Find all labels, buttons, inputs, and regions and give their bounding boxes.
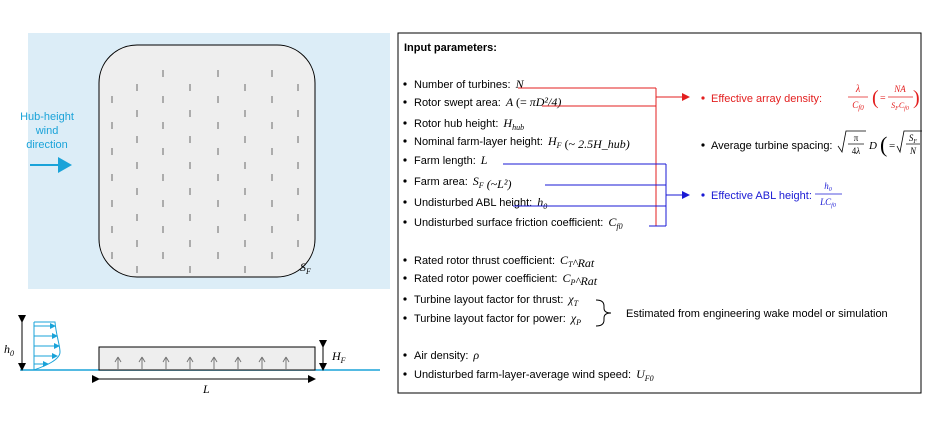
parameter-label: Undisturbed farm-layer-average wind spee… — [414, 369, 631, 381]
parameter-label: Nominal farm-layer height: — [414, 136, 543, 148]
turbine-marker — [282, 356, 290, 369]
wind-profile — [33, 321, 61, 371]
bullet-icon — [403, 316, 407, 320]
parameter-symbol: N — [515, 77, 525, 91]
parameter-symbol: χT — [567, 292, 578, 308]
bullet-icon — [403, 179, 407, 183]
panel-title: Input parameters: — [404, 42, 497, 54]
parameter-symbol: Cf0 — [608, 215, 622, 231]
turbine-markers-side — [114, 356, 290, 369]
parameter-label: Farm length: — [414, 155, 476, 167]
parameter-symbol: SF (~L²) — [473, 174, 512, 191]
area-symbol: SF — [300, 260, 311, 276]
parameter-label: Rated rotor power coefficient: — [414, 273, 557, 285]
bullet-icon — [403, 258, 407, 262]
bullet-icon — [403, 158, 407, 162]
bullet-icon — [403, 353, 407, 357]
svg-text:Effective array density:: Effective array density: — [711, 93, 822, 105]
parameter-label: Air density: — [414, 350, 468, 362]
parameter-symbol: L — [480, 153, 488, 167]
parameter-symbol: CT^Rat — [560, 253, 595, 270]
turbine-marker — [234, 356, 242, 369]
layout-factor-brace — [595, 299, 612, 327]
abl-connector — [503, 163, 690, 227]
abl-height-symbol: h0 — [4, 342, 14, 358]
bullet-icon — [403, 100, 407, 104]
effective-density-output: Effective array density: λ Cf0 ( = NA SF… — [701, 84, 920, 112]
bullet-icon — [403, 276, 407, 280]
svg-text:SFCf0: SFCf0 — [891, 101, 909, 112]
wind-label-line-1: Hub-height — [20, 111, 74, 123]
bullet-icon — [403, 82, 407, 86]
turbine-marker — [114, 356, 122, 369]
parameter-label: Undisturbed ABL height: — [414, 197, 532, 209]
farm-length-symbol: L — [202, 382, 210, 396]
turbine-spacing-output: Average turbine spacing: π 4λ D ( = SF N — [701, 130, 922, 157]
parameter-label: Rotor swept area: — [414, 97, 501, 109]
svg-text:(: ( — [880, 132, 887, 157]
farm-layer-box — [98, 346, 316, 371]
svg-text:π: π — [854, 133, 859, 143]
farm-area-outline — [98, 44, 316, 278]
svg-text:SF: SF — [909, 133, 918, 145]
bullet-icon — [403, 200, 407, 204]
svg-text:D: D — [868, 140, 877, 152]
turbine-marker — [138, 356, 146, 369]
svg-text:h0: h0 — [824, 181, 832, 193]
parameter-label: Undisturbed surface friction coefficient… — [414, 217, 603, 229]
parameter-symbol: A (= πD²/4) — [505, 95, 562, 109]
layout-factor-note: Estimated from engineering wake model or… — [626, 308, 888, 320]
svg-text:Average turbine spacing:: Average turbine spacing: — [711, 140, 833, 152]
parameter-symbol: CP^Rat — [562, 271, 597, 288]
parameter-label: Turbine layout factor for thrust: — [414, 294, 563, 306]
input-parameters-panel — [397, 32, 922, 394]
wind-label-line-3: direction — [26, 139, 68, 151]
bullet-icon — [403, 297, 407, 301]
svg-text:=: = — [880, 93, 886, 104]
svg-text:Effective ABL height:: Effective ABL height: — [711, 190, 812, 202]
wind-label-line-2: wind — [35, 125, 59, 137]
parameter-label: Number of turbines: — [414, 79, 511, 91]
bullet-icon — [403, 121, 407, 125]
svg-text:N: N — [909, 146, 917, 156]
svg-text:=: = — [889, 140, 895, 152]
turbine-marker — [162, 356, 170, 369]
bullet-icon — [403, 372, 407, 376]
farm-layer-symbol: HF — [331, 349, 346, 365]
parameter-symbol: Hhub — [502, 116, 524, 132]
parameter-symbol: χP — [570, 311, 581, 327]
bullet-icon — [403, 220, 407, 224]
svg-text:): ) — [913, 87, 920, 109]
parameter-symbol: UF0 — [636, 367, 654, 383]
svg-text:NA: NA — [893, 84, 906, 94]
turbine-marker — [186, 356, 194, 369]
bullet-icon — [403, 139, 407, 143]
svg-text:λ: λ — [855, 84, 861, 95]
parameter-list: Number of turbines: N Rotor swept area: A (… — [403, 77, 654, 383]
svg-text:4λ: 4λ — [852, 146, 861, 156]
svg-text:Cf0: Cf0 — [852, 100, 864, 112]
turbine-marker — [258, 356, 266, 369]
parameter-symbol: ρ — [472, 348, 479, 362]
parameter-label: Farm area: — [414, 176, 468, 188]
svg-text:(: ( — [872, 87, 879, 109]
parameter-label: Rotor hub height: — [414, 118, 498, 130]
parameter-label: Rated rotor thrust coefficient: — [414, 255, 555, 267]
parameter-label: Turbine layout factor for power: — [414, 313, 566, 325]
parameter-symbol: HF (~ 2.5H_hub) — [547, 134, 630, 151]
turbine-markers-top — [111, 70, 299, 273]
turbine-marker — [210, 356, 218, 369]
